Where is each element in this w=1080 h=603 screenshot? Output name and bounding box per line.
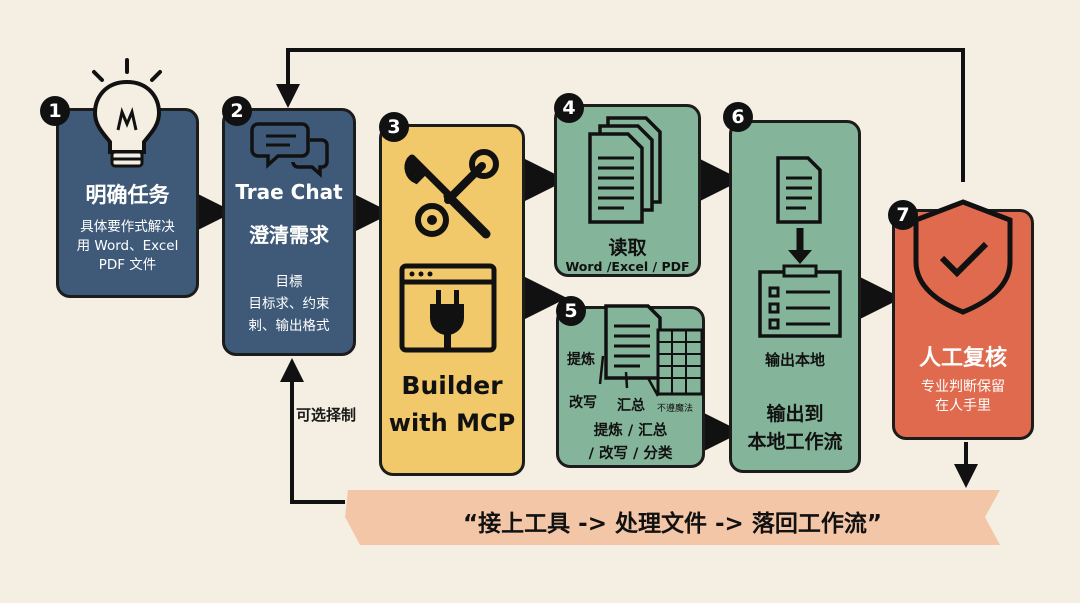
step-7-number: 7 — [888, 200, 918, 230]
step-4-number: 4 — [554, 93, 584, 123]
step-4-box: 读取 Word /Excel / PDF — [554, 104, 701, 277]
step-5-desc-line2: / 改写 / 分类 — [588, 446, 673, 462]
step-5-label-summary: 汇总 — [617, 398, 645, 414]
step-5-desc-line1: 提炼 / 汇总 — [593, 423, 668, 439]
step-6-title-line1: 输出到 — [766, 403, 824, 425]
step-5-box: 提炼 改写 汇总 不遵魔法 提炼 / 汇总 / 改写 / 分类 — [556, 306, 705, 468]
banner-text: “接上工具 -> 处理文件 -> 落回工作流” — [463, 511, 882, 537]
step-3-title-line2: with MCP — [388, 409, 516, 437]
step-2-title-line2: 澄清需求 — [249, 223, 329, 247]
step-6-title-line2: 本地工作流 — [747, 431, 843, 453]
step-2-desc: 目標 目标求、约束 剌、输出格式 — [248, 274, 330, 334]
step-1-number: 1 — [40, 96, 70, 126]
step-1-desc: 具体要作式解决 用 Word、Excel PDF 文件 — [76, 219, 179, 273]
step-5-label-tiny: 不遵魔法 — [657, 404, 694, 414]
step-2-box: Trae Chat 澄清需求 目標 目标求、约束 剌、输出格式 — [222, 108, 356, 356]
step-6-number: 6 — [723, 102, 753, 132]
step-3-title-line1: Builder — [401, 371, 503, 400]
step-5-number: 5 — [556, 296, 586, 326]
step-3-number: 3 — [379, 112, 409, 142]
step-7-desc: 专业判断保留 在人手里 — [921, 379, 1005, 414]
step-5-label-refine: 提炼 — [567, 352, 595, 368]
step-7-box: 人工复核 专业判断保留 在人手里 — [892, 209, 1034, 440]
step-7-title: 人工复核 — [918, 346, 1007, 371]
step-4-title: 读取 — [608, 237, 647, 259]
step-6-box: 输出本地 输出到 本地工作流 — [729, 120, 861, 473]
step-6-label: 输出本地 — [764, 351, 825, 369]
step-5-label-rewrite: 改写 — [569, 395, 597, 411]
feedback-loop-bottom — [280, 358, 345, 504]
step-4-desc: Word /Excel / PDF — [565, 259, 690, 274]
step-2-title-line1: Trae Chat — [235, 180, 343, 204]
step-1-title: 明确任务 — [85, 183, 170, 207]
optional-label: 可选择制 — [296, 406, 357, 424]
step-1-box: 明确任务 具体要作式解决 用 Word、Excel PDF 文件 — [56, 108, 199, 298]
step-3-box: Builder with MCP — [379, 124, 525, 476]
step-2-number: 2 — [222, 96, 252, 126]
